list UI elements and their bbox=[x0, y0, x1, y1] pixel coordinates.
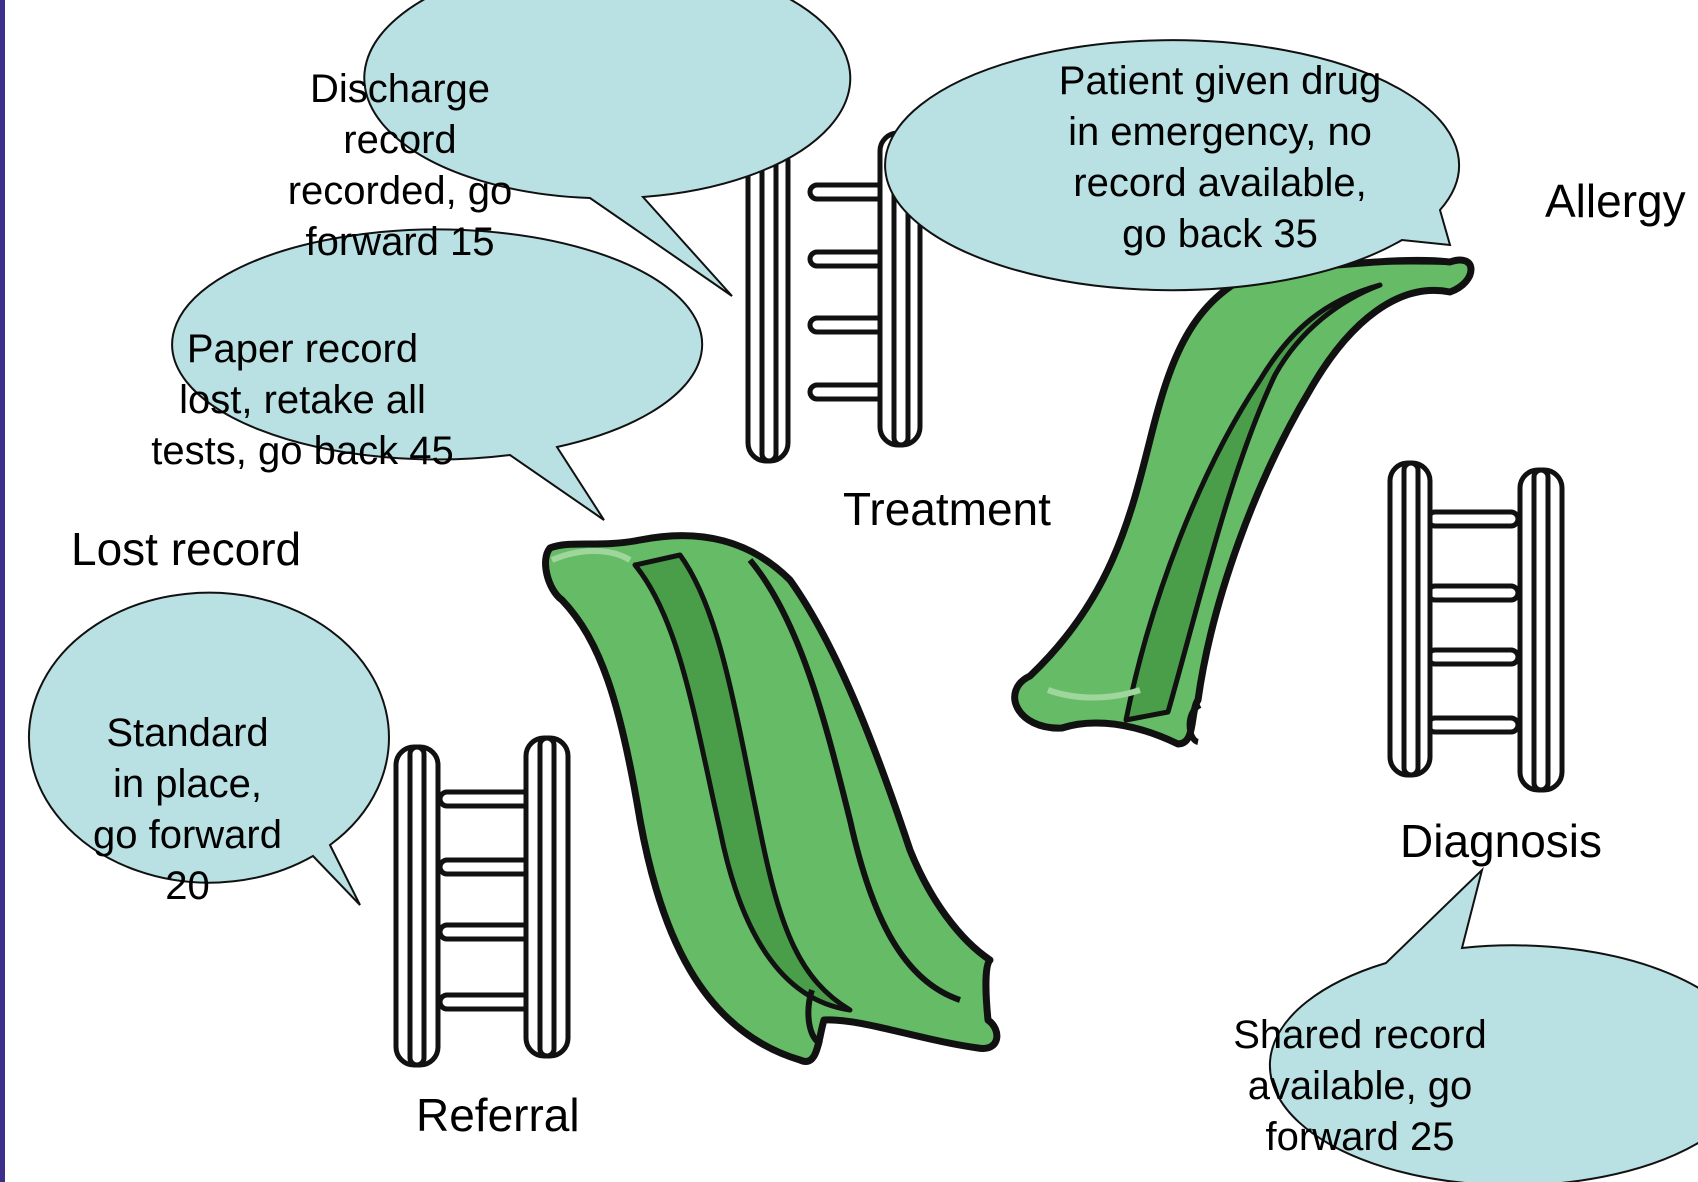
label-diagnosis: Diagnosis bbox=[1400, 814, 1602, 868]
left-border-line bbox=[0, 0, 5, 1182]
ladder-icon-bottom bbox=[396, 738, 568, 1065]
bubble-text-discharge: Discharge record recorded, go forward 15 bbox=[260, 64, 540, 268]
label-referral: Referral bbox=[416, 1088, 580, 1142]
bubble-text-shared: Shared record available, go forward 25 bbox=[1200, 1010, 1520, 1163]
ladder-icon-right bbox=[1390, 463, 1562, 790]
label-lost-record: Lost record bbox=[71, 522, 301, 576]
label-treatment: Treatment bbox=[843, 482, 1051, 536]
slide-icon-center bbox=[546, 536, 997, 1062]
bubble-text-standard: Standard in place, go forward 20 bbox=[60, 708, 315, 912]
bubble-text-paper: Paper record lost, retake all tests, go … bbox=[130, 324, 475, 477]
label-allergy: Allergy bbox=[1545, 174, 1686, 228]
bubble-text-emergency: Patient given drug in emergency, no reco… bbox=[1010, 56, 1430, 260]
